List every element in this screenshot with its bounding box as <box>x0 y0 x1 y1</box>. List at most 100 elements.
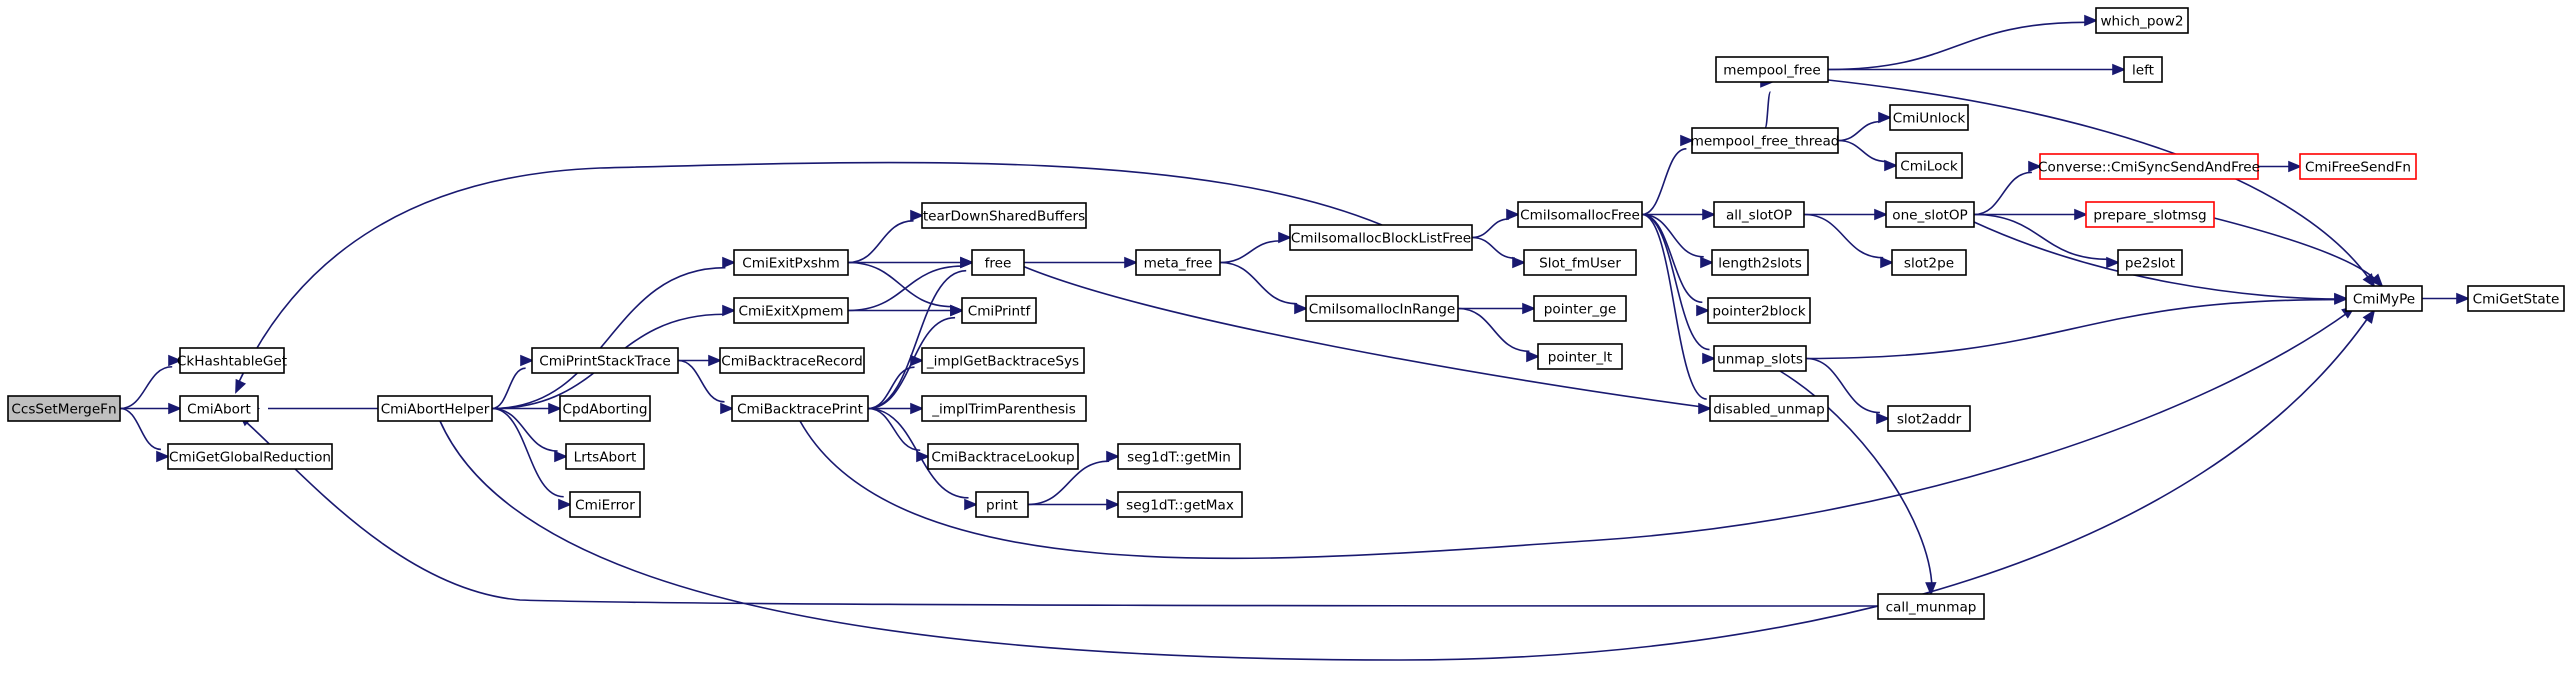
node-box <box>1711 249 1809 276</box>
arrowhead <box>1106 450 1121 463</box>
node-slot2pe[interactable]: slot2pe <box>1891 249 1967 276</box>
arrowhead <box>554 450 569 463</box>
node-pointerlt[interactable]: pointer_lt <box>1537 343 1623 370</box>
edge-prepareslotmsg-to-cmimype <box>2213 217 2384 288</box>
node-box <box>1523 249 1637 276</box>
node-mempoolfreethread[interactable]: mempool_free_thread <box>1691 127 1840 154</box>
node-cmifreesendfn[interactable]: CmiFreeSendFn <box>2299 153 2417 180</box>
edge-line <box>119 407 162 451</box>
node-slotfmuser[interactable]: Slot_fmUser <box>1523 249 1637 276</box>
node-box <box>179 395 259 422</box>
node-label: CmiGetState <box>2473 292 2560 308</box>
node-cmiabort[interactable]: CmiAbort <box>179 395 259 422</box>
node-metafree[interactable]: meta_free <box>1135 249 1221 276</box>
edge-cmiprintstacktrace-to-cmibacktracerecord <box>678 354 723 367</box>
node-cmigetstate[interactable]: CmiGetState <box>2467 285 2565 312</box>
arrowhead <box>1874 208 1889 221</box>
node-cpdaborting[interactable]: CpdAborting <box>559 395 651 422</box>
node-callmunmap[interactable]: call_munmap <box>1877 593 1985 620</box>
node-whichpow2[interactable]: which_pow2 <box>2095 7 2189 34</box>
node-cmiisomallocfree[interactable]: CmiIsomallocFree <box>1517 201 1643 228</box>
edge-cmiaborthelper-to-cmierror <box>491 407 573 511</box>
node-cmibacktracelookup[interactable]: CmiBacktraceLookup <box>927 443 1079 470</box>
edge-oneslotop-to-conversecmisyncsendandfree <box>1973 160 2043 216</box>
node-cmiisomallocblocklistfree[interactable]: CmiIsomallocBlockListFree <box>1289 224 1473 251</box>
node-label: CmiLock <box>1900 159 1958 175</box>
node-box <box>1305 295 1459 322</box>
node-ckhashtableget[interactable]: CkHashtableGet <box>177 347 287 374</box>
arrowhead <box>1680 134 1695 147</box>
edge-line <box>1641 213 1710 351</box>
node-unmapslots[interactable]: unmap_slots <box>1713 345 1807 372</box>
node-cmiisomallocinrange[interactable]: CmiIsomallocInRange <box>1305 295 1459 322</box>
node-label: CpdAborting <box>563 402 648 418</box>
edge-mempoolfreethread-to-cmilock <box>1837 139 1899 172</box>
node-left[interactable]: left <box>2123 56 2163 83</box>
arrowhead <box>2369 273 2384 288</box>
arrowhead <box>548 402 563 415</box>
node-cmiprintstacktrace[interactable]: CmiPrintStackTrace <box>531 347 679 374</box>
node-box <box>921 347 1085 374</box>
node-box <box>927 443 1079 470</box>
edge-line <box>1973 213 2109 261</box>
node-label: CmiPrintStackTrace <box>539 354 670 370</box>
node-free[interactable]: free <box>971 249 1025 276</box>
node-conversecmisyncsendandfree[interactable]: Converse::CmiSyncSendAndFree <box>2038 153 2260 180</box>
edge-line <box>1641 213 1704 258</box>
node-ccssetmergefn: CcsSetMergeFn <box>7 395 121 422</box>
node-teardownsharedbuffers[interactable]: tearDownSharedBuffers <box>921 202 1087 229</box>
node-cmiunlock[interactable]: CmiUnlock <box>1889 104 1969 131</box>
node-box <box>719 347 865 374</box>
node-impltrimparenthesis[interactable]: _implTrimParenthesis <box>921 395 1087 422</box>
node-lrtsabort[interactable]: LrtsAbort <box>565 443 645 470</box>
node-label: _implTrimParenthesis <box>931 402 1076 418</box>
node-slot2addr[interactable]: slot2addr <box>1887 405 1971 432</box>
edge-line <box>799 310 2351 560</box>
node-pe2slot[interactable]: pe2slot <box>2117 249 2183 276</box>
edge-cmibacktraceprint-to-implgetbacktracesys <box>867 354 925 410</box>
arrowhead <box>1925 582 1937 597</box>
node-cmigetglobalreduction[interactable]: CmiGetGlobalReduction <box>167 443 333 470</box>
node-label: mempool_free_thread <box>1691 134 1840 150</box>
arrowhead <box>235 378 247 394</box>
node-pointer2block[interactable]: pointer2block <box>1707 297 1811 324</box>
node-label: pe2slot <box>2125 256 2175 272</box>
node-cmierror[interactable]: CmiError <box>569 491 641 518</box>
node-label: CmiMyPe <box>2353 292 2415 308</box>
edge-cmiisomallocblocklistfree-to-cmiabort <box>235 161 1383 394</box>
node-prepareslotmsg[interactable]: prepare_slotmsg <box>2085 201 2215 228</box>
node-mempoolfree[interactable]: mempool_free <box>1715 56 1829 83</box>
edge-line <box>867 407 969 499</box>
arrowhead <box>1124 256 1139 269</box>
node-length2slots[interactable]: length2slots <box>1711 249 1809 276</box>
node-cmiprintf[interactable]: CmiPrintf <box>961 297 1037 324</box>
node-seg1dtgetmin[interactable]: seg1dT::getMin <box>1117 443 1241 470</box>
node-allslotop[interactable]: all_slotOP <box>1713 201 1805 228</box>
edge-cmiaborthelper-to-cmiexitpxshm <box>491 256 737 410</box>
node-box <box>921 202 1087 229</box>
node-cmiexitxpmem[interactable]: CmiExitXpmem <box>733 297 849 324</box>
edge-cmimype-to-cmigetstate <box>2421 292 2471 305</box>
node-oneslotop[interactable]: one_slotOP <box>1885 201 1975 228</box>
arrowhead <box>722 256 737 269</box>
node-implgetbacktracesys[interactable]: _implGetBacktraceSys <box>921 347 1085 374</box>
node-cmiexitpxshm[interactable]: CmiExitPxshm <box>733 249 849 276</box>
node-print[interactable]: print <box>975 491 1029 518</box>
edge-cmiisomallocfree-to-length2slots <box>1641 213 1715 269</box>
edge-cmiprintstacktrace-to-cmibacktraceprint <box>677 359 735 415</box>
node-disabledunmap[interactable]: disabled_unmap <box>1709 395 1829 422</box>
edge-line <box>491 367 526 410</box>
node-seg1dtgetmax[interactable]: seg1dT::getMax <box>1117 491 1243 518</box>
arrowhead <box>960 256 975 269</box>
node-cmibacktracerecord[interactable]: CmiBacktraceRecord <box>719 347 865 374</box>
edge-line <box>1219 261 1298 305</box>
node-pointerge[interactable]: pointer_ge <box>1533 295 1627 322</box>
node-cmilock[interactable]: CmiLock <box>1895 152 1963 179</box>
node-box <box>2039 153 2259 180</box>
node-cmibacktraceprint[interactable]: CmiBacktracePrint <box>731 395 869 422</box>
edge-line <box>1641 213 1707 400</box>
node-label: length2slots <box>1718 256 1802 272</box>
node-cmimype[interactable]: CmiMyPe <box>2345 285 2423 312</box>
edge-cmiisomallocfree-to-unmapslots <box>1641 213 1717 365</box>
node-cmiaborthelper[interactable]: CmiAbortHelper <box>377 395 493 422</box>
